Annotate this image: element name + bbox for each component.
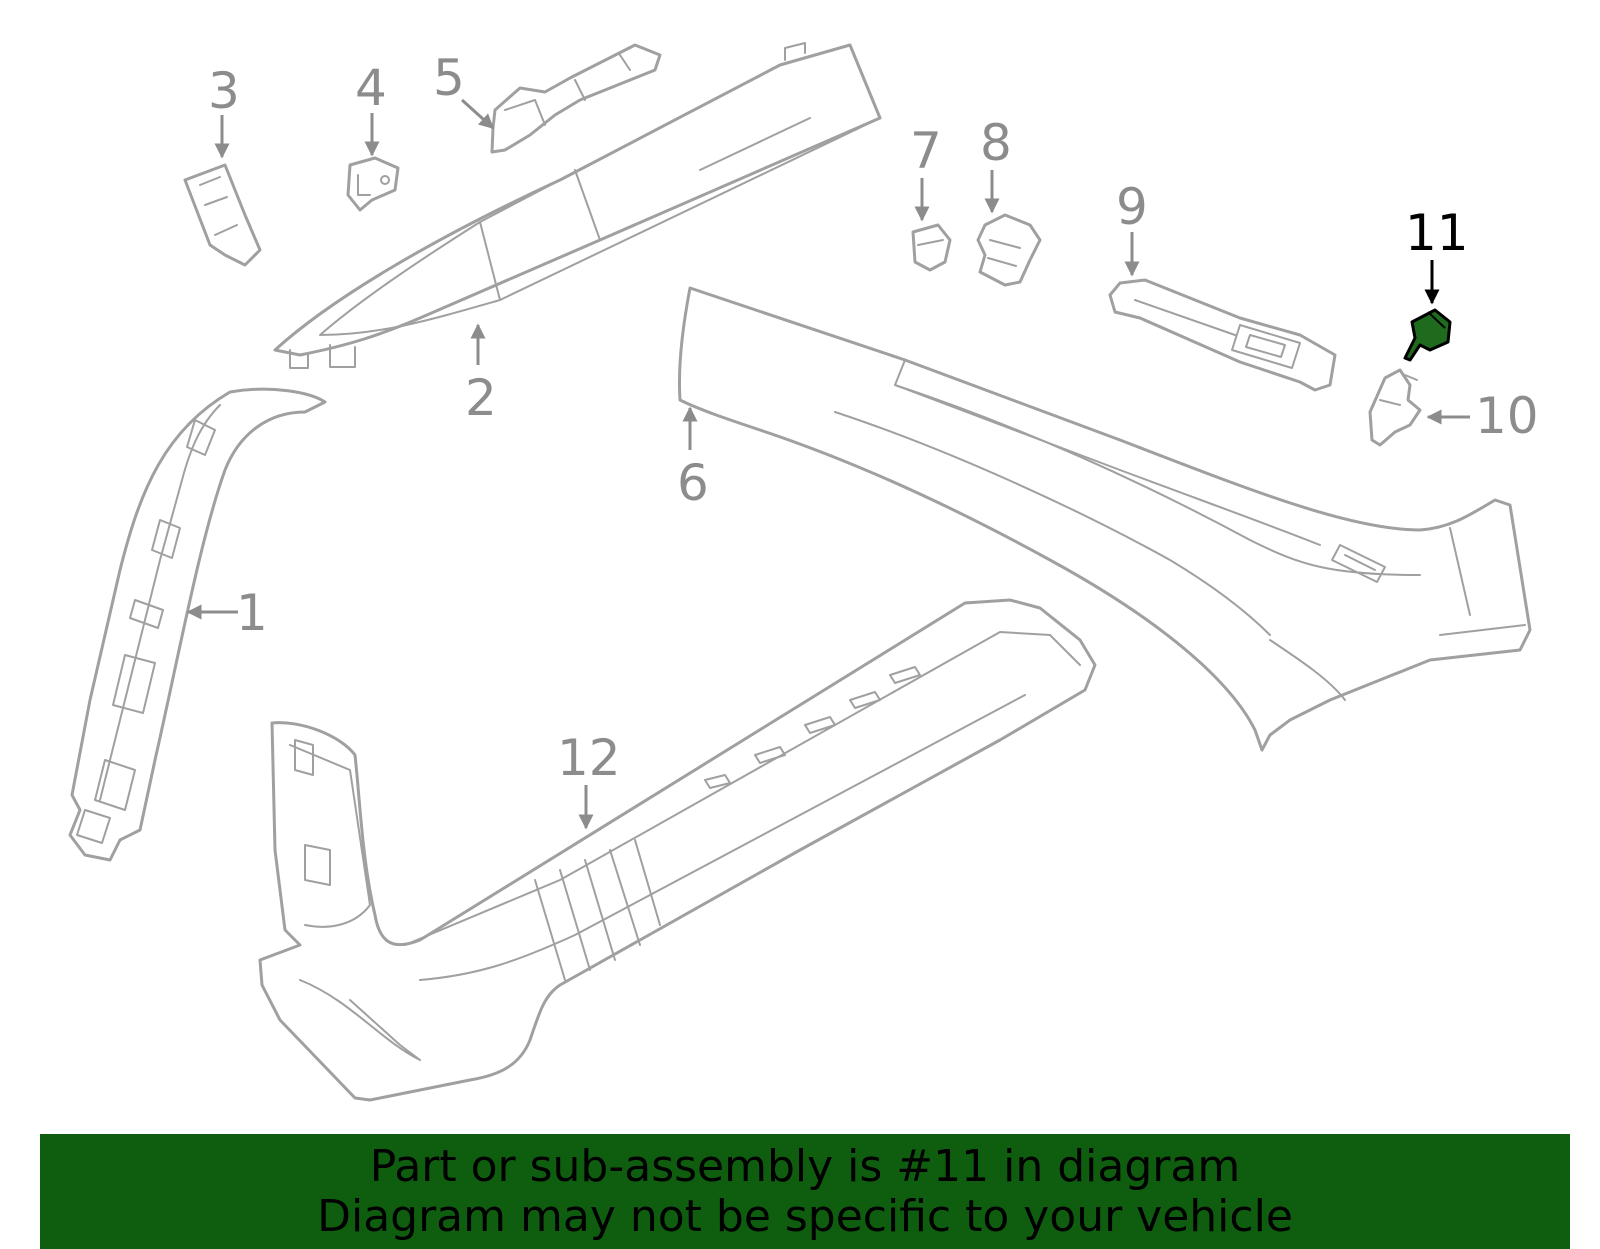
part-7-clip bbox=[911, 223, 952, 272]
callout-2: 2 bbox=[465, 369, 497, 427]
callout-10: 10 bbox=[1475, 387, 1539, 445]
banner-line-2: Diagram may not be specific to your vehi… bbox=[317, 1191, 1293, 1242]
part-6-trim-panel bbox=[677, 286, 1532, 752]
part-9-trim-strip bbox=[1108, 278, 1337, 392]
info-banner: Part or sub-assembly is #11 in diagram D… bbox=[40, 1134, 1570, 1249]
part-5-retainer bbox=[490, 43, 662, 154]
part-4-bracket bbox=[346, 156, 400, 212]
callout-11: 11 bbox=[1405, 204, 1469, 262]
callout-9: 9 bbox=[1116, 178, 1148, 236]
callout-3: 3 bbox=[208, 62, 240, 120]
callout-12: 12 bbox=[557, 729, 621, 787]
callout-6: 6 bbox=[677, 454, 709, 512]
part-11-push-pin bbox=[1403, 308, 1452, 362]
part-12-sill-trim bbox=[258, 598, 1097, 1102]
part-3-clip bbox=[183, 163, 262, 267]
part-1-pillar-bracket bbox=[68, 387, 327, 862]
callout-4: 4 bbox=[355, 59, 387, 117]
part-2-upper-trim bbox=[273, 42, 882, 369]
callout-1: 1 bbox=[236, 584, 268, 642]
callout-7: 7 bbox=[910, 122, 942, 180]
part-8-clip bbox=[976, 213, 1042, 287]
callout-arrows bbox=[186, 98, 1470, 830]
callout-5: 5 bbox=[433, 49, 465, 107]
banner-line-1: Part or sub-assembly is #11 in diagram bbox=[369, 1141, 1241, 1192]
part-10-clip bbox=[1368, 368, 1422, 447]
callout-8: 8 bbox=[980, 114, 1012, 172]
